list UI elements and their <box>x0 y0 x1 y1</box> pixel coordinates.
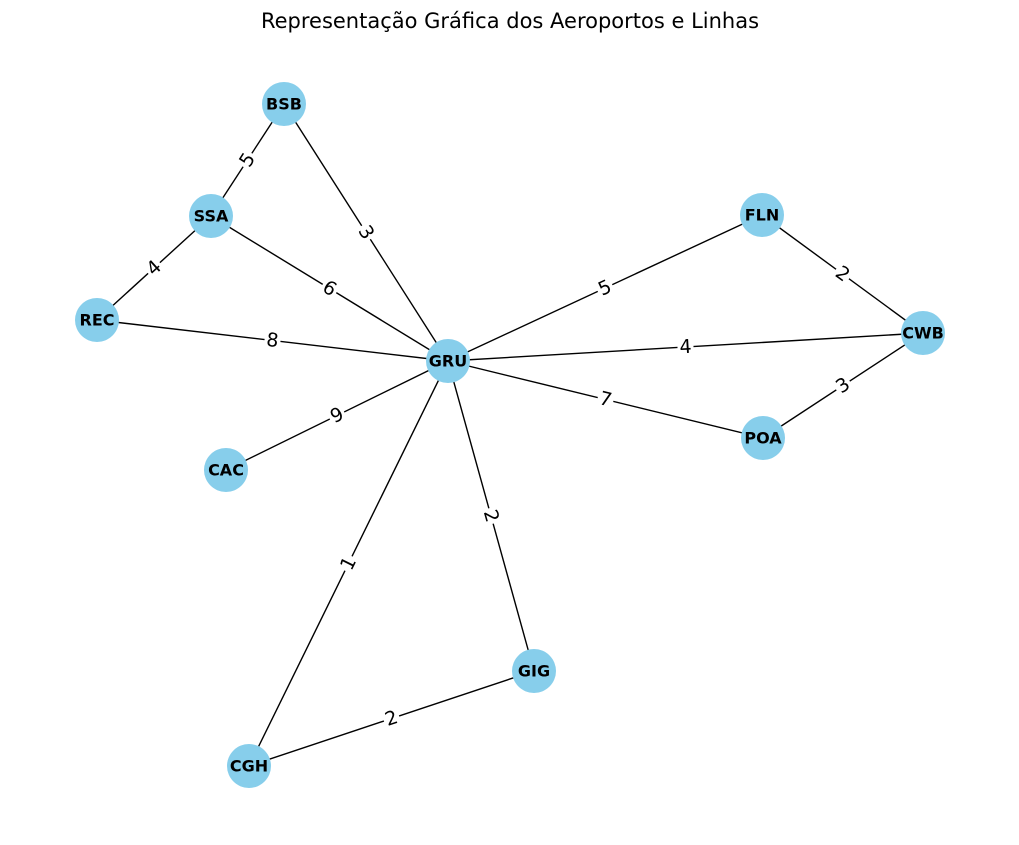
node-circle <box>426 339 470 383</box>
edge-weight: 2 <box>479 507 503 525</box>
edge-label-bsb-ssa: 5 <box>233 147 262 173</box>
node-circle <box>204 448 248 492</box>
edge-label-rec-gru: 8 <box>263 328 282 353</box>
node-poa: POA <box>741 416 785 460</box>
node-bsb: BSB <box>262 82 306 126</box>
edge-label-background <box>233 147 262 173</box>
node-fln: FLN <box>740 193 784 237</box>
edge-label-background <box>595 386 616 413</box>
node-circle <box>189 194 233 238</box>
edge-label-background <box>478 505 504 527</box>
edge-weight: 4 <box>679 336 692 359</box>
node-circle <box>262 82 306 126</box>
edge-label-gru-cgh: 1 <box>335 551 362 576</box>
node-label: GRU <box>429 352 467 371</box>
edge-label-ssa-gru: 6 <box>316 274 343 303</box>
edge-label-bsb-gru: 3 <box>352 219 380 246</box>
edge-label-background <box>380 705 403 732</box>
edge-label-gru-cac: 9 <box>324 402 350 429</box>
edge-label-background <box>830 371 856 400</box>
node-gig: GIG <box>512 649 556 693</box>
diagram-title: Representação Gráfica dos Aeroportos e L… <box>261 9 759 33</box>
edge-label-background <box>316 274 343 303</box>
node-label: REC <box>80 311 115 330</box>
edge-label-background <box>140 254 168 282</box>
edge-label-gru-poa: 7 <box>595 386 616 413</box>
edge-label-cwb-poa: 3 <box>830 371 856 400</box>
edge-label-background <box>593 274 617 302</box>
node-cgh: CGH <box>227 744 271 788</box>
edge-label-background <box>676 335 695 359</box>
node-circle <box>740 193 784 237</box>
node-circle <box>75 298 119 342</box>
edge-weight: 7 <box>597 387 614 411</box>
node-label: SSA <box>194 207 229 226</box>
edge-label-gru-gig: 2 <box>478 505 504 527</box>
node-label: FLN <box>745 206 780 225</box>
node-label: CAC <box>208 461 244 480</box>
node-label: BSB <box>266 95 302 114</box>
node-cac: CAC <box>204 448 248 492</box>
node-circle <box>741 416 785 460</box>
edge-label-background <box>352 219 380 246</box>
edge-label-background <box>324 402 350 429</box>
node-circle <box>227 744 271 788</box>
node-rec: REC <box>75 298 119 342</box>
edge-label-fln-cwb: 2 <box>829 260 856 288</box>
edge-label-background <box>263 328 282 353</box>
edge-label-background <box>829 260 856 288</box>
node-gru: GRU <box>426 339 470 383</box>
node-label: CWB <box>902 324 944 343</box>
edge-label-ssa-rec: 4 <box>140 254 168 282</box>
node-circle <box>512 649 556 693</box>
node-circle <box>901 311 945 355</box>
node-ssa: SSA <box>189 194 233 238</box>
edge-label-background <box>335 551 362 576</box>
node-label: CGH <box>230 757 268 776</box>
edge-label-gru-fln: 5 <box>593 274 617 302</box>
node-label: GIG <box>518 662 550 681</box>
node-label: POA <box>744 429 782 448</box>
edge-weight: 8 <box>265 329 280 352</box>
edge-label-gru-cwb: 4 <box>676 335 695 359</box>
nodes-layer: BSB SSA REC GRU CAC FLN CWB POA GIG CGH <box>75 82 945 788</box>
edge-label-gig-cgh: 2 <box>380 705 403 732</box>
node-cwb: CWB <box>901 311 945 355</box>
